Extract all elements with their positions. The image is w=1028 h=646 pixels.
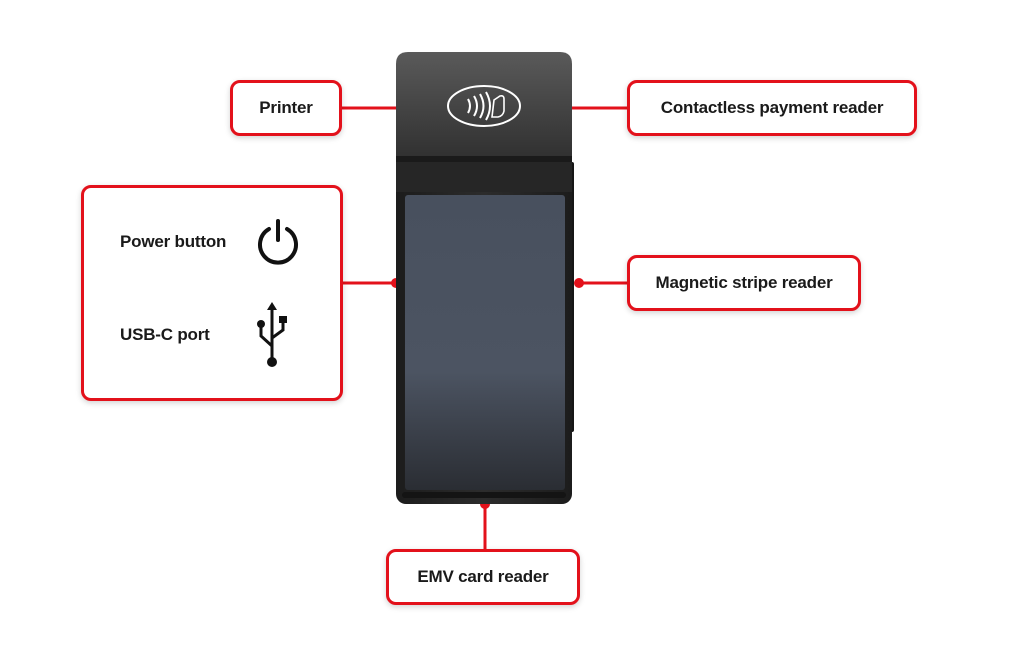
touch-screen <box>405 195 565 490</box>
power-icon <box>252 216 304 268</box>
contactless-callout: Contactless payment reader <box>627 80 917 136</box>
power-row: Power button <box>120 216 304 268</box>
paper-slot <box>396 156 572 162</box>
terminal-illustration <box>396 52 574 504</box>
emv-label: EMV card reader <box>417 567 549 586</box>
power-label: Power button <box>120 232 227 251</box>
usb-icon <box>252 300 292 370</box>
printer-label: Printer <box>259 98 313 117</box>
magnetic-callout: Magnetic stripe reader <box>627 255 861 311</box>
side-ports-callout: Power button USB-C port <box>81 185 343 401</box>
contactless-icon <box>447 85 521 127</box>
payment-terminal <box>396 52 574 504</box>
usb-label: USB-C port <box>120 325 210 344</box>
printer-callout: Printer <box>230 80 342 136</box>
usb-row: USB-C port <box>120 300 292 370</box>
contactless-label: Contactless payment reader <box>660 98 884 117</box>
magnetic-label: Magnetic stripe reader <box>655 273 833 292</box>
emv-callout: EMV card reader <box>386 549 580 605</box>
emv-slot <box>402 492 566 498</box>
magnetic-dot <box>574 278 584 288</box>
